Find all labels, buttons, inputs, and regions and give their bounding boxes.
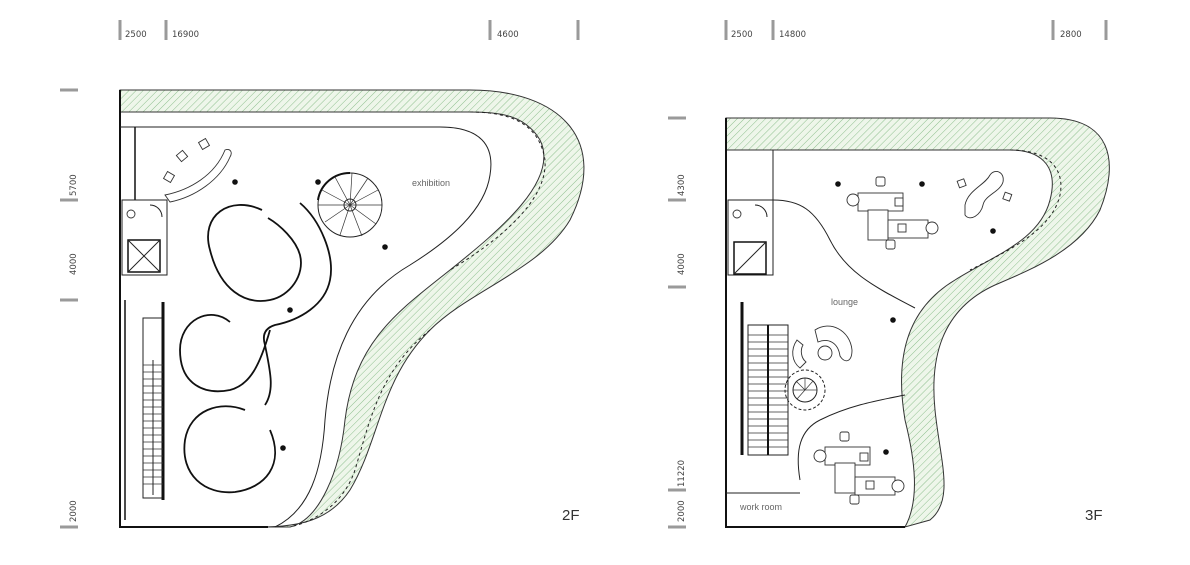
- top-dim-2500: 2500: [125, 30, 147, 40]
- terrace-dashed-line-3f: [969, 149, 1062, 271]
- floor-label-3f: 3F: [1085, 507, 1103, 524]
- elevator-x2: [127, 239, 161, 273]
- toilet-icon: [126, 209, 136, 219]
- toilet-icon-3f: [732, 209, 742, 219]
- spiral-stair-2f: [317, 171, 383, 238]
- top-dim-4600: 4600: [497, 30, 519, 40]
- door-swing-icon-3f: [754, 204, 768, 218]
- core-block-2f: [121, 199, 168, 276]
- stairs-3f: [740, 302, 789, 456]
- side-dimension-line-2f: 5700 4000 2000: [60, 88, 79, 529]
- side-dim-2000: 2000: [69, 500, 79, 522]
- columns-2f: [232, 179, 388, 451]
- side-dim-4000: 4000: [69, 253, 79, 275]
- elevator-x-3f: [733, 241, 767, 275]
- desk-cluster-top: [846, 176, 939, 250]
- exhibition-curved-walls: [179, 202, 332, 494]
- plan-2f: 2500 16900 4600 5700 4000 2000: [60, 20, 585, 529]
- plan-3f: 2500 14800 2800 4300 4000 11220 2000: [668, 20, 1110, 529]
- top-dimension-line-2f: 2500 16900 4600: [118, 20, 580, 40]
- desk-cluster-bottom: [813, 431, 905, 505]
- partition-wall-curve: [797, 419, 821, 481]
- outer-wall-2f: [119, 90, 268, 528]
- side-dim-11220: 11220: [677, 460, 687, 487]
- chair-icon: [1002, 191, 1013, 202]
- room-label-lounge: lounge: [831, 297, 858, 307]
- side-dimension-line-3f: 4300 4000 11220 2000: [668, 116, 687, 529]
- reception-desk: [164, 149, 232, 203]
- side-dim-4300: 4300: [677, 174, 687, 196]
- lounge-sofa-blob: [964, 171, 1004, 219]
- lounge-sofa-small: [792, 339, 807, 369]
- partition-wall-lower: [819, 394, 906, 421]
- room-label-exhibition: exhibition: [412, 178, 450, 188]
- partition-wall-upper: [772, 199, 916, 309]
- green-terrace-3f: [725, 117, 1110, 528]
- columns-3f: [835, 181, 996, 455]
- spiral-stair-3f: [784, 369, 826, 411]
- side-dim-2000: 2000: [677, 500, 687, 522]
- top-dim-14800: 14800: [779, 30, 806, 40]
- room-label-work-room: work room: [739, 502, 782, 512]
- top-dim-16900: 16900: [172, 30, 199, 40]
- inner-wall-line-2f: [120, 126, 492, 528]
- chair-icon: [956, 178, 967, 189]
- lounge-coffee-table: [817, 345, 833, 361]
- green-terrace-2f: [119, 89, 585, 528]
- core-block-3f: [727, 199, 774, 276]
- outer-wall-3f: [725, 118, 905, 528]
- side-dim-4000: 4000: [677, 253, 687, 275]
- terrace-dashed-line: [449, 111, 546, 271]
- top-dim-2800: 2800: [1060, 30, 1082, 40]
- chairs-reception: [162, 137, 211, 184]
- top-dimension-line-3f: 2500 14800 2800: [724, 20, 1108, 40]
- floor-label-2f: 2F: [562, 507, 580, 524]
- lounge-sofa: [814, 325, 853, 362]
- door-swing-icon: [149, 204, 163, 218]
- side-dim-5700: 5700: [69, 174, 79, 196]
- elevator-2f: [127, 239, 161, 273]
- stairs-2f: [142, 302, 165, 500]
- top-dim-2500: 2500: [731, 30, 753, 40]
- elevator-3f: [733, 241, 767, 275]
